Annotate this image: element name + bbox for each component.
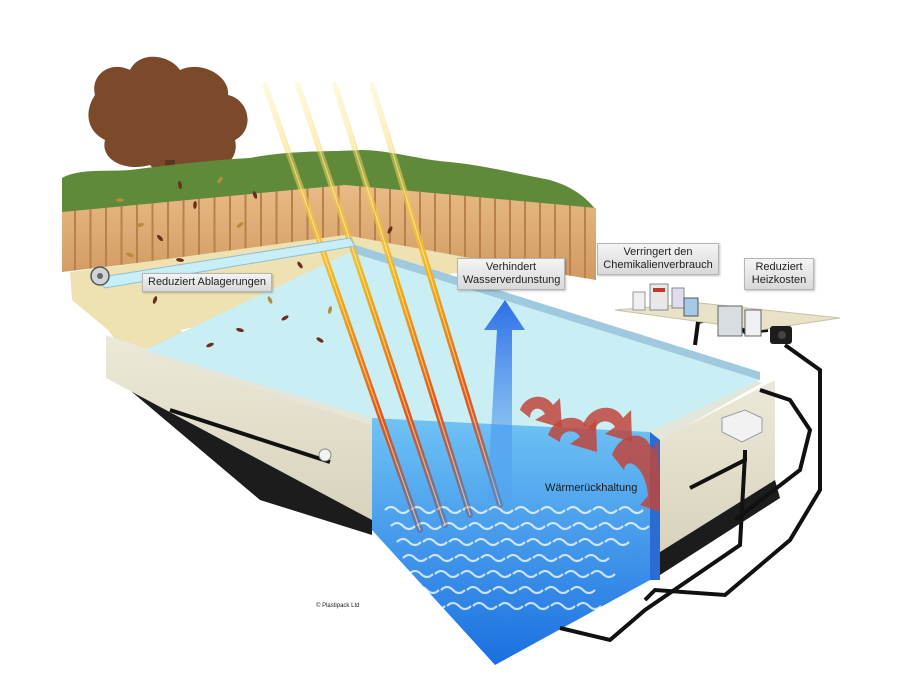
chemicals-line2: Chemikalienverbrauch bbox=[603, 259, 713, 271]
chemicals-line1: Verringert den bbox=[623, 246, 693, 258]
evaporation-arrow bbox=[484, 300, 525, 500]
chemicals-label: Verringert den Chemikalienverbrauch bbox=[597, 243, 719, 275]
evaporation-line1: Verhindert bbox=[485, 261, 537, 273]
debris-text: Reduziert Ablagerungen bbox=[148, 276, 267, 288]
heating-line2: Heizkosten bbox=[751, 274, 807, 286]
fence bbox=[62, 185, 596, 280]
skimmer-icon bbox=[318, 409, 763, 462]
heat-retention-arrows bbox=[520, 396, 660, 512]
heat-retention-text: Wärmerückhaltung bbox=[545, 482, 638, 494]
evaporation-line2: Wasserverdunstung bbox=[463, 274, 561, 286]
evaporation-label: Verhindert Wasserverdunstung bbox=[457, 258, 565, 290]
heat-retention-label: Wärmerückhaltung bbox=[545, 482, 637, 495]
pipes bbox=[169, 315, 822, 643]
cutaway-water bbox=[372, 418, 660, 665]
heater-pump-icon bbox=[717, 305, 792, 344]
leaf-icon bbox=[116, 176, 393, 348]
heating-label: Reduziert Heizkosten bbox=[744, 258, 814, 290]
copyright-text: © Plastipack Ltd bbox=[316, 603, 360, 609]
debris-label: Reduziert Ablagerungen bbox=[142, 273, 273, 292]
sun-rays bbox=[262, 82, 503, 533]
heating-line1: Reduziert bbox=[755, 261, 803, 273]
